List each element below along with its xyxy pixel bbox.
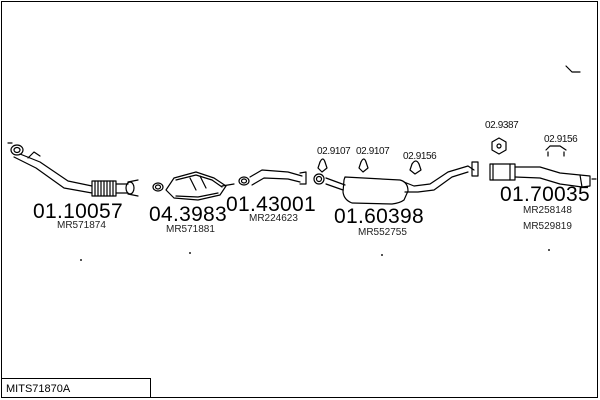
part-number-01-70035: 01.70035 — [500, 183, 590, 206]
gasket-02-9156-a-drawing — [409, 160, 422, 175]
intermediate-pipe-drawing — [238, 169, 307, 186]
part-ref-mr258148: MR258148 — [523, 205, 572, 216]
hanger-02-9156-b-drawing — [545, 65, 581, 157]
part-ref-mr552755: MR552755 — [358, 227, 407, 238]
part-ref-mr571881: MR571881 — [166, 224, 215, 235]
part-number-01-43001: 01.43001 — [226, 193, 316, 216]
front-pipe-drawing — [7, 142, 139, 197]
small-part-02-9107-b: 02.9107 — [356, 146, 390, 157]
middle-silencer-drawing — [313, 161, 479, 205]
small-part-02-9107-a: 02.9107 — [317, 146, 351, 157]
diagram-code: MITS71870A — [6, 383, 71, 395]
part-ref-mr224623: MR224623 — [249, 213, 298, 224]
part-ref-mr571874: MR571874 — [57, 220, 106, 231]
rear-silencer-drawing — [489, 163, 597, 188]
part-number-04-3983: 04.3983 — [149, 203, 228, 226]
part-number-01-10057: 01.10057 — [33, 200, 123, 223]
catalytic-converter-drawing — [152, 171, 235, 201]
part-ref-mr529819: MR529819 — [523, 221, 572, 232]
gasket-02-9107-b-drawing — [358, 158, 369, 173]
reference-dot — [80, 259, 82, 261]
reference-dot — [548, 249, 550, 251]
gasket-02-9387-drawing — [491, 137, 507, 155]
part-number-01-60398: 01.60398 — [334, 205, 424, 228]
reference-dot — [381, 254, 383, 256]
gasket-02-9107-a-drawing — [317, 158, 328, 173]
small-part-02-9156-a: 02.9156 — [403, 151, 437, 162]
diagram-code-box: MITS71870A — [1, 378, 151, 398]
small-part-02-9387: 02.9387 — [485, 120, 519, 131]
small-part-02-9156-b: 02.9156 — [544, 134, 578, 145]
reference-dot — [189, 252, 191, 254]
